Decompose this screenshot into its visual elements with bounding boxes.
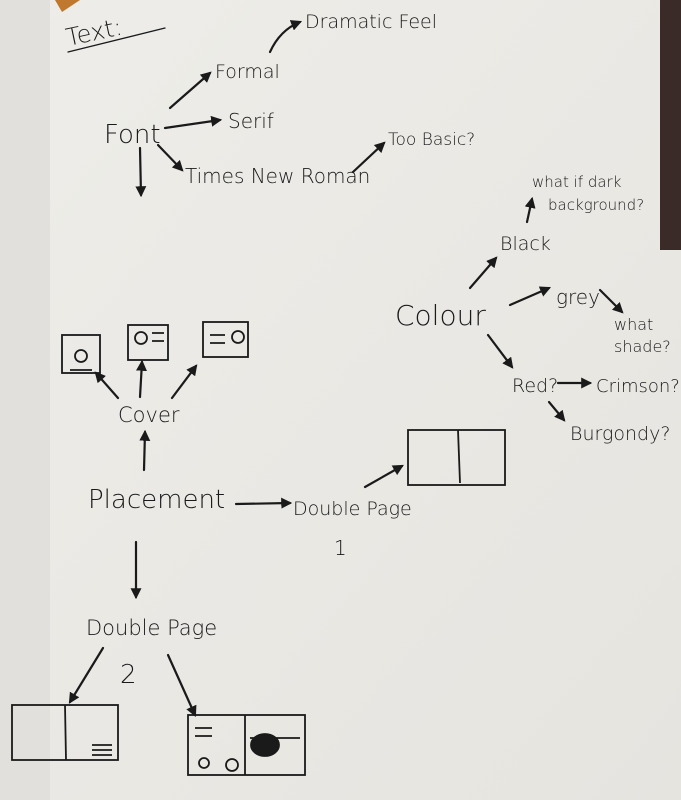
node-placement: Placement [88, 485, 225, 515]
node-double-page-1-num: 1 [334, 536, 347, 560]
node-double-page-1: Double Page [293, 498, 412, 520]
layout-thumbnails [11, 321, 506, 776]
node-times-new-roman: Times New Roman [185, 164, 370, 188]
node-dark-bg-2: background? [548, 196, 644, 214]
node-serif: Serif [228, 109, 274, 133]
node-double-page-2-num: 2 [120, 660, 137, 690]
node-what-shade-1: what [614, 315, 653, 334]
double-page-1-layout [407, 429, 506, 486]
node-cover: Cover [118, 403, 180, 427]
double-page-2-layout-b [187, 714, 306, 776]
arrows [67, 20, 624, 718]
cover-thumb-1 [61, 334, 101, 374]
page-corner [55, 0, 80, 12]
node-colour: Colour [395, 299, 486, 332]
node-burgondy: Burgondy? [570, 423, 670, 445]
node-too-basic: Too Basic? [388, 130, 475, 150]
node-dramatic-feel: Dramatic Feel [305, 11, 437, 33]
cover-thumb-2 [127, 324, 169, 361]
cover-thumb-3 [202, 321, 249, 358]
node-red: Red? [512, 375, 558, 397]
node-black: Black [500, 233, 551, 255]
node-double-page-2: Double Page [86, 616, 217, 640]
page-edge-left [0, 0, 50, 800]
node-formal: Formal [215, 61, 280, 83]
node-grey: grey [556, 285, 600, 309]
node-what-shade-2: shade? [614, 337, 671, 356]
background-edge-right [660, 0, 681, 250]
node-crimson: Crimson? [596, 376, 680, 397]
node-dark-bg-1: what if dark [532, 173, 622, 191]
node-font: Font [104, 120, 161, 150]
